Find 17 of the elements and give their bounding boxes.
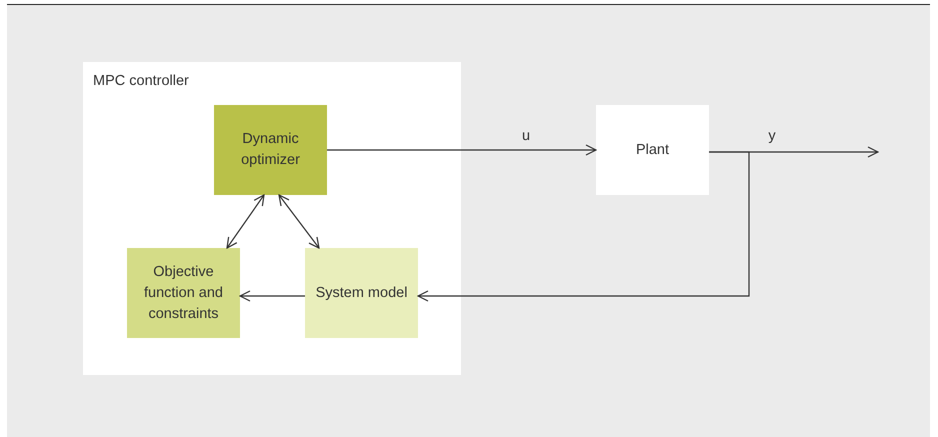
- edge-label: y: [768, 128, 776, 144]
- process-box: [305, 248, 418, 338]
- arrow: [278, 194, 320, 249]
- process-box: [127, 248, 240, 338]
- panel-heading: MPC controller: [93, 73, 189, 89]
- arrow: [417, 151, 750, 302]
- arrow: [327, 144, 597, 156]
- process-box: [596, 105, 709, 195]
- controller-panel: [83, 62, 461, 375]
- box-label: Dynamic optimizer: [240, 130, 301, 170]
- box-label: System model: [314, 284, 408, 302]
- process-box: [214, 105, 327, 195]
- arrow: [239, 290, 305, 302]
- box-label: Plant: [634, 140, 670, 160]
- box-label: Objective function and constraints: [142, 262, 224, 324]
- edge-label: u: [522, 128, 530, 144]
- arrow: [226, 194, 265, 249]
